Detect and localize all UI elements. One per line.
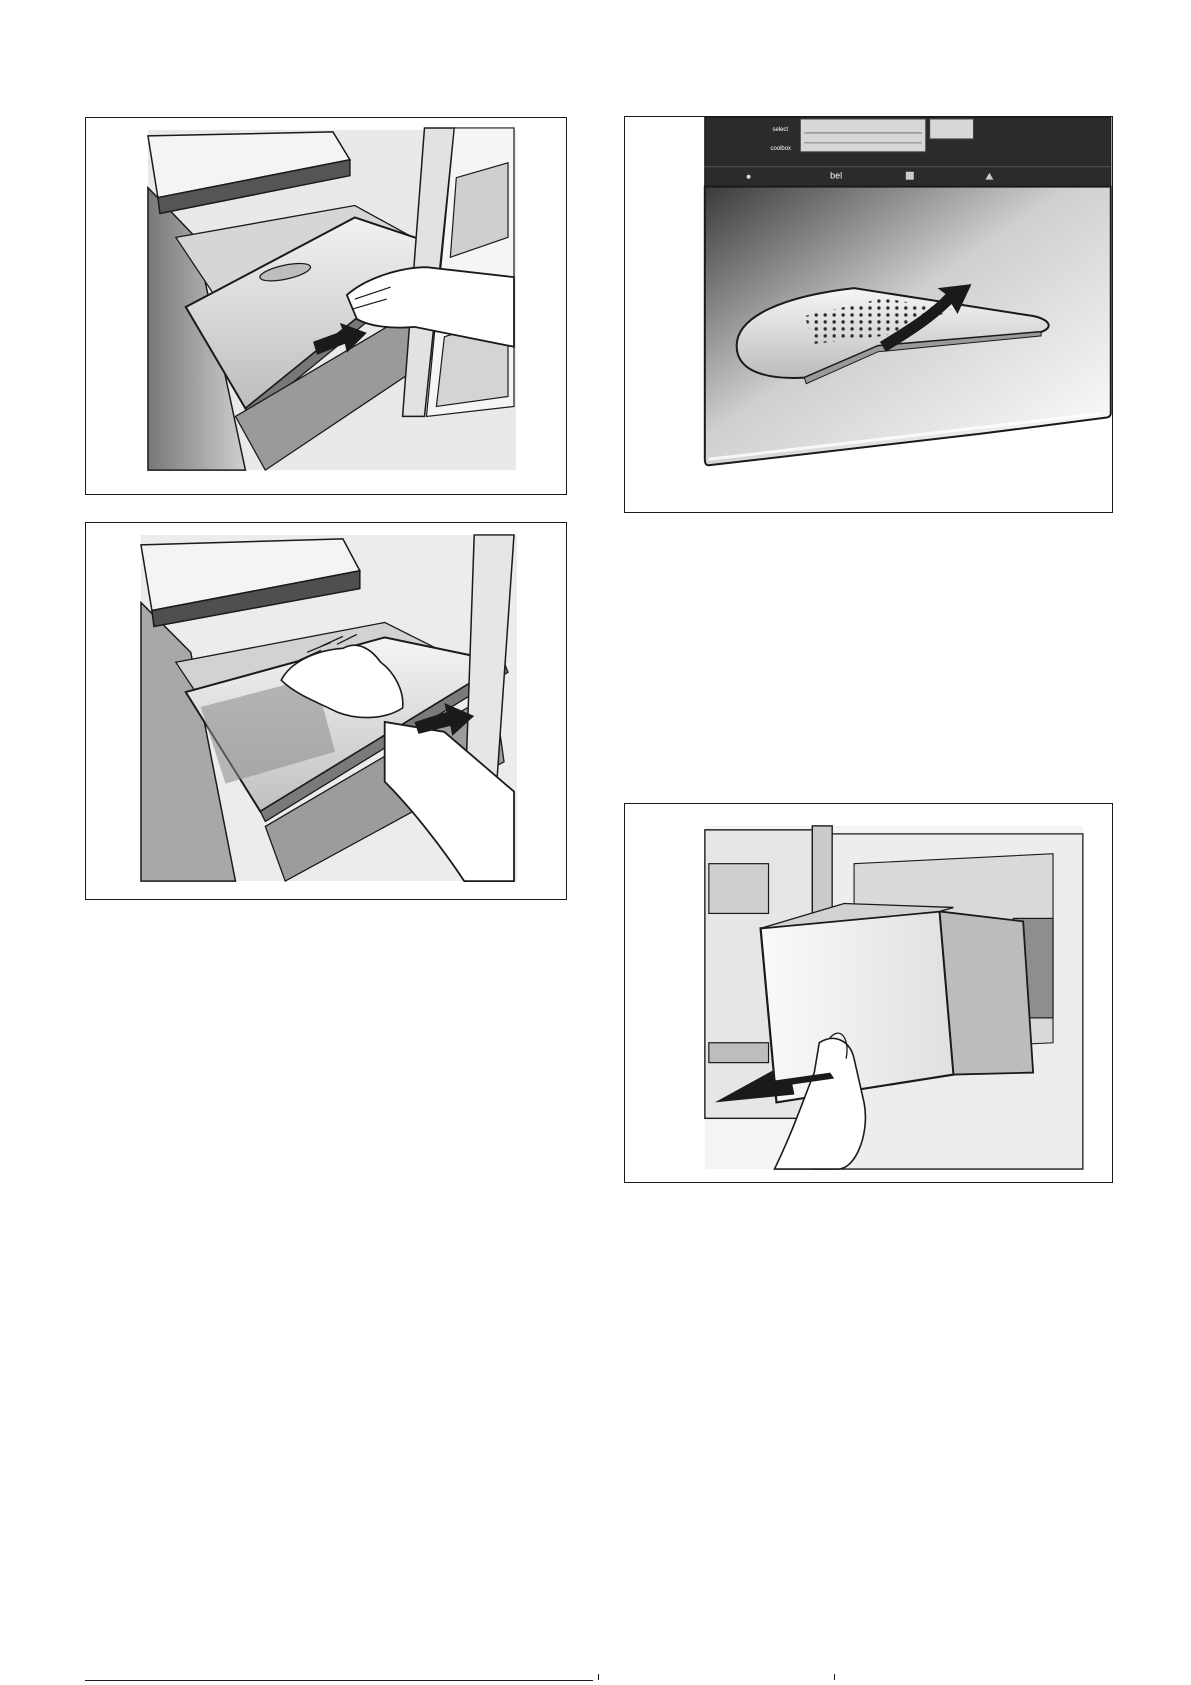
footer-tick xyxy=(834,1674,835,1680)
plate-pull-illustration xyxy=(86,523,566,899)
brand-logo-text: bel xyxy=(830,171,842,181)
panel-label-select: select xyxy=(772,127,788,133)
figure-box-pull xyxy=(624,803,1113,1183)
figure-cover-lift: select coolbox bel xyxy=(624,116,1113,513)
footer-rule xyxy=(85,1680,593,1681)
power-icon xyxy=(747,175,751,179)
figure-plate-pull xyxy=(85,522,567,900)
figure-shelf-pull xyxy=(85,117,567,495)
box-pull-illustration xyxy=(625,804,1112,1182)
fridge-icon xyxy=(906,172,914,180)
shelf-pull-illustration xyxy=(86,118,566,494)
footer-tick xyxy=(598,1674,599,1680)
cover-lift-illustration: select coolbox bel xyxy=(625,117,1112,512)
panel-label-cooling: coolbox xyxy=(770,146,791,152)
